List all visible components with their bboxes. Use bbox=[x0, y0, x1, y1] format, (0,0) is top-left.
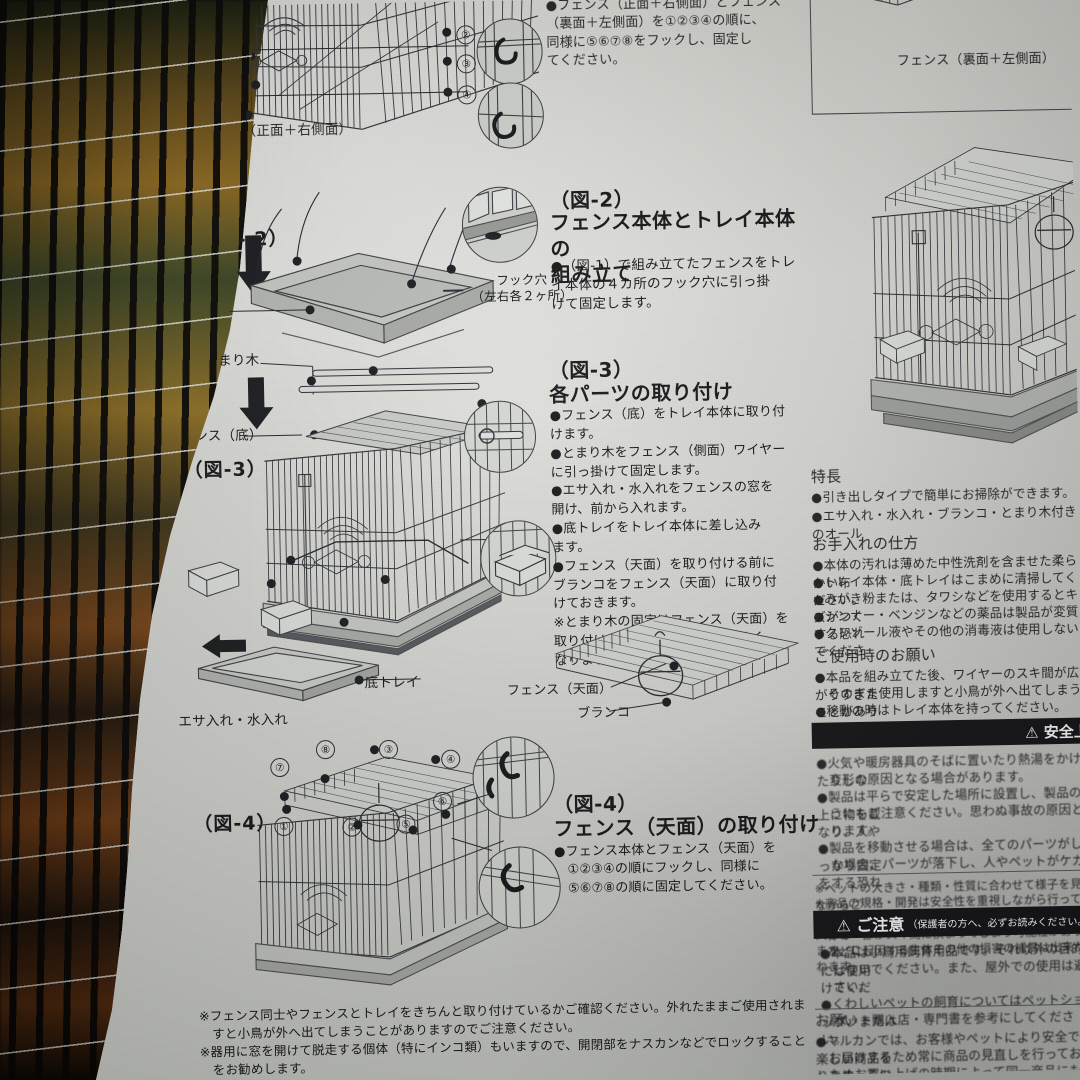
fig4-dot-2 bbox=[353, 820, 362, 829]
usage-title: ご使用時のお願い bbox=[814, 645, 937, 666]
caution-banner: ⚠ ご注意 （保護者の方へ、必ずお読みください。） bbox=[813, 905, 1080, 939]
fig1-detail-hook-bottom bbox=[477, 82, 544, 149]
fig3-detail-perch-hook bbox=[463, 400, 536, 473]
fig3-label-bottom-tray: 底トレイ bbox=[364, 674, 420, 692]
fig3-fence-bottom-plate bbox=[287, 400, 518, 460]
care-title: お手入れの仕方 bbox=[811, 533, 919, 554]
fig3-bottom-tray bbox=[190, 637, 391, 713]
fig2-hook-dot-2 bbox=[293, 257, 302, 266]
fig4-dot-6 bbox=[441, 810, 450, 819]
fig3-down-arrow-icon bbox=[240, 377, 277, 434]
fig4-detail-hook-lower bbox=[478, 846, 562, 930]
fig3-label-fence-top: フェンス（天面） bbox=[506, 681, 613, 699]
fig2-hook-dot-1 bbox=[253, 270, 262, 279]
fig1-detail-hook-top bbox=[476, 18, 543, 85]
fig1-dot-7 bbox=[251, 80, 260, 89]
fig4-detail-hook-upper bbox=[472, 736, 556, 820]
fig1-body-text: ●フェンス（正面＋右側面）とフェンス （裏面＋左側面）を①②③④の順に、 同様に… bbox=[545, 0, 782, 70]
fig3-insert-arrow-icon bbox=[200, 636, 249, 665]
fig2-down-arrow-icon bbox=[237, 235, 274, 300]
fig2-tray-body bbox=[230, 237, 512, 352]
caution-banner-sub: （保護者の方へ、必ずお読みください。） bbox=[907, 915, 1080, 931]
fig3-dot-perch-b bbox=[369, 366, 378, 375]
caution-banner-main: ⚠ ご注意 bbox=[836, 915, 905, 936]
request-title: お願い bbox=[815, 1012, 859, 1030]
fig3-perch-bars bbox=[260, 353, 507, 406]
fig3-fence-top-plate bbox=[541, 601, 813, 702]
fig3-perch-leaders bbox=[280, 520, 541, 595]
fig4-title: フェンス（天面）の取り付け bbox=[553, 811, 820, 841]
fig3-label-feeder: エサ入れ・水入れ bbox=[178, 711, 289, 730]
fig3-dot-fence-top bbox=[669, 661, 678, 670]
fig3-detail-feeder-cup bbox=[480, 520, 557, 597]
footnote-line-4: をお勧めします。 bbox=[199, 1060, 314, 1078]
fig3-label-swing: ブランコ bbox=[577, 705, 631, 722]
fig1-back-panel-lineart bbox=[833, 0, 1080, 74]
fig2-body: ●（図-1）で組み立てたフェンスをトレ イ本体の４カ所のフック穴に引っ掛 けて固… bbox=[550, 254, 796, 314]
fig4-dot-7 bbox=[280, 792, 289, 801]
fig2-detail-hook-hole bbox=[461, 186, 538, 263]
product-photo-cage bbox=[858, 137, 1080, 452]
safety-banner: ⚠ 安全上の bbox=[812, 717, 1080, 749]
fig1-caption-back: フェンス（裏面＋左側面） bbox=[896, 51, 1056, 70]
fig4-dot-1 bbox=[282, 805, 291, 814]
features-title: 特長 bbox=[810, 467, 842, 486]
fig4-body: ●フェンス本体とフェンス（天面）を ①②③④の順にフックし、同様に ⑤⑥⑦⑧の順… bbox=[553, 840, 777, 897]
fig2-leader-hook bbox=[443, 289, 463, 291]
